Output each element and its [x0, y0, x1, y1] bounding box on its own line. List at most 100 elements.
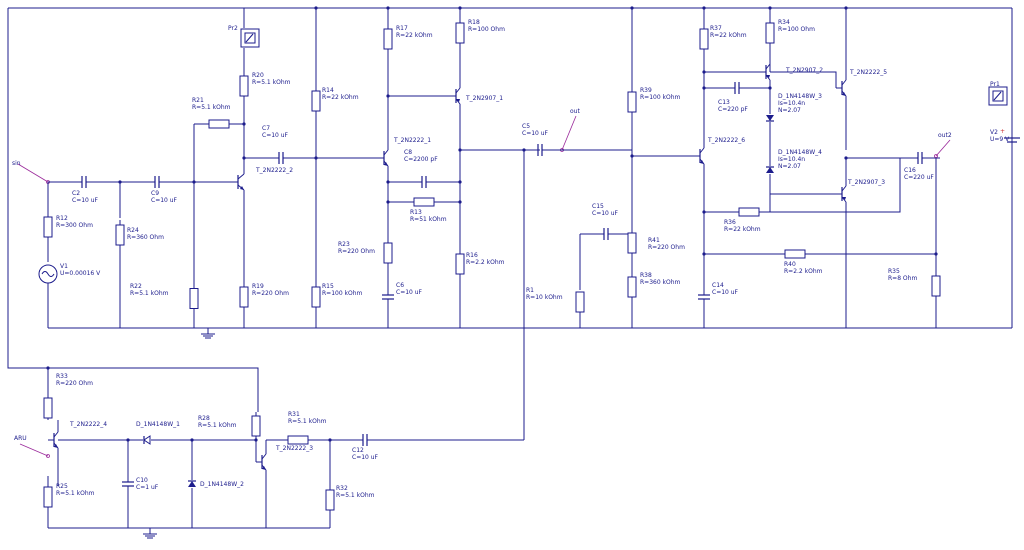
component-value: C=10 uF — [592, 210, 619, 217]
junction-dot — [458, 180, 462, 184]
junction-dot — [702, 86, 706, 90]
component-value: C=220 pF — [718, 106, 748, 113]
junction-dot — [702, 6, 706, 10]
component-name: T_2N2222_1 — [393, 137, 431, 144]
net-label-text: ARU — [14, 435, 27, 442]
component-value: R=5.1 kOhm — [192, 104, 231, 111]
component-name: R33 — [56, 373, 68, 380]
component-name: Pr2 — [228, 25, 238, 32]
component-name: V2 — [990, 129, 998, 136]
junction-dot — [386, 6, 390, 10]
component-name: T_2N2222_2 — [255, 167, 293, 174]
junction-dot — [190, 438, 194, 442]
junction-dot — [630, 6, 634, 10]
wire — [770, 71, 837, 88]
component-value: R=100 kOhm — [640, 94, 681, 101]
component-value: R=220 Ohm — [56, 380, 93, 387]
component-value: R=5.1 kOhm — [336, 492, 375, 499]
capacitor-c9: C9C=10 uF — [120, 176, 194, 204]
component-name: R32 — [336, 485, 348, 492]
component-value: Is=10.4n — [778, 156, 805, 163]
component-name: R15 — [322, 283, 334, 290]
component-name: T_2N2907_1 — [465, 95, 503, 102]
component-value: R=5.1 kOhm — [198, 422, 237, 429]
component-name: R20 — [252, 72, 264, 79]
component-name: T_2N2907_3 — [847, 179, 885, 186]
wire — [770, 158, 901, 213]
component-name: R41 — [648, 237, 660, 244]
component-value: R=2.2 kOhm — [466, 259, 505, 266]
component-value: C=10 uF — [712, 289, 739, 296]
component-name: T_2N2907_2 — [785, 67, 823, 74]
component-value: R=22 kOhm — [322, 94, 359, 101]
component-name: R28 — [198, 415, 210, 422]
component-value: R=8 Ohm — [888, 275, 917, 282]
component-name: R22 — [130, 283, 142, 290]
component-name: C2 — [72, 190, 80, 197]
component-name: T_2N2222_5 — [849, 69, 887, 76]
component-value: N=2.07 — [778, 163, 801, 170]
transistor-t2: T_2N2222_2 — [232, 150, 293, 240]
diode-d1: D_1N4148W_1 — [130, 421, 180, 445]
component-value: C=220 uF — [904, 174, 934, 181]
transistor-t2907_3: T_2N2907_3 — [836, 158, 885, 328]
component-name: R23 — [338, 241, 350, 248]
ground-symbol — [201, 328, 215, 339]
net-label-aru: ARU — [14, 435, 50, 458]
component-name: R13 — [410, 209, 422, 216]
capacitor-c8: C8C=2200 pF — [388, 149, 460, 188]
net-label-text: sin — [12, 160, 21, 167]
component-value: R=300 Ohm — [56, 222, 93, 229]
component-value: R=220 Ohm — [648, 244, 685, 251]
component-value: R=5.1 kOhm — [288, 418, 327, 425]
component-value: R=220 Ohm — [338, 248, 375, 255]
junction-dot — [242, 122, 246, 126]
component-value: U=0.00016 V — [60, 270, 101, 277]
junction-dot — [314, 6, 318, 10]
meter-pr2: Pr2 — [228, 25, 260, 48]
component-name: D_1N4148W_4 — [778, 149, 822, 156]
component-value: R=51 kOhm — [410, 216, 447, 223]
component-name: R24 — [127, 227, 139, 234]
diode-d4: D_1N4148W_4Is=10.4nN=2.07 — [766, 149, 822, 184]
junction-dot — [844, 6, 848, 10]
component-name: R35 — [888, 268, 900, 275]
component-name: R31 — [288, 411, 300, 418]
component-value: R=2.2 kOhm — [784, 268, 823, 275]
component-name: D_1N4148W_1 — [136, 421, 180, 428]
junction-dot — [768, 6, 772, 10]
component-name: C5 — [522, 123, 530, 130]
component-name: R14 — [322, 87, 334, 94]
polarity-plus: + — [1000, 128, 1005, 135]
component-name: R1 — [526, 287, 534, 294]
component-name: C6 — [396, 282, 404, 289]
component-value: R=22 kOhm — [396, 32, 433, 39]
component-value: N=2.07 — [778, 107, 801, 114]
net-label-out2: out2 — [934, 132, 952, 158]
component-name: R34 — [778, 19, 790, 26]
transistor-t3: T_2N2222_3 — [256, 440, 313, 528]
component-name: C10 — [136, 477, 148, 484]
junction-dot — [458, 6, 462, 10]
component-value: C=10 uF — [262, 132, 289, 139]
component-name: R37 — [710, 25, 722, 32]
component-value: R=22 kOhm — [710, 32, 747, 39]
component-value: R=5.1 kOhm — [252, 79, 291, 86]
junction-dot — [768, 86, 772, 90]
component-value: C=1 uF — [136, 484, 159, 491]
capacitor-c7: C7C=10 uF — [244, 125, 318, 164]
